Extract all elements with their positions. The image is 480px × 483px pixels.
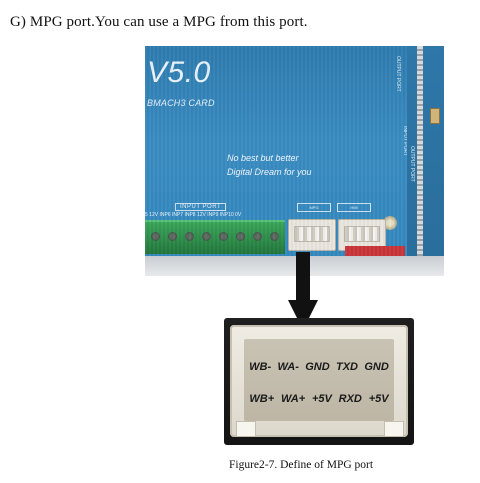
pcb-right-edge: OUTPUT PORT — [407, 46, 444, 256]
mpg-port-label: MPG — [297, 203, 331, 212]
side-pin-header — [417, 46, 423, 256]
board-side-label-3: OUTPUT PORT — [409, 146, 415, 182]
pin-label: WA- — [277, 361, 299, 373]
pin-label: RXD — [338, 393, 362, 405]
terminal-screw — [185, 232, 194, 241]
connector-bottom-row: WB+ WA+ +5V RXD +5V — [244, 393, 394, 405]
section-heading: G) MPG port.You can use a MPG from this … — [10, 14, 308, 30]
connector-housing: WB- WA- GND TXD GND WB+ WA+ +5V RXD +5V — [230, 325, 408, 437]
pin-label: GND — [364, 361, 389, 373]
pin-label: WA+ — [280, 393, 306, 405]
terminal-screw — [270, 232, 279, 241]
connector-latch — [236, 421, 256, 437]
terminal-screw — [236, 232, 245, 241]
terminal-screw — [202, 232, 211, 241]
terminal-pin-labels: 5 12V INP6 INP7 INP8 12V INP9 INP10 0V — [145, 212, 242, 218]
mpg-connector-closeup: WB- WA- GND TXD GND WB+ WA+ +5V RXD +5V — [224, 318, 414, 445]
pin-label: GND — [305, 361, 330, 373]
down-arrow-icon — [288, 252, 318, 330]
pin-label: TXD — [335, 361, 358, 373]
pin-label: WB- — [249, 361, 272, 373]
pin-label: WB+ — [249, 393, 275, 405]
pin-label: +5V — [311, 393, 332, 405]
terminal-block — [145, 220, 285, 254]
terminal-screw — [219, 232, 228, 241]
board-slogan-line1: No best but better — [227, 153, 299, 163]
connector-latch — [384, 421, 404, 437]
side-connector — [430, 108, 440, 124]
pcb-board: V5.0 BMACH3 CARD No best but better Digi… — [145, 46, 425, 256]
red-component — [345, 246, 405, 256]
terminal-screw — [151, 232, 160, 241]
board-side-label-1: OUTPUT PORT — [395, 56, 401, 92]
hmi-port-label: HMI — [337, 203, 371, 212]
board-photo: V5.0 BMACH3 CARD No best but better Digi… — [145, 46, 444, 276]
connector-window: WB- WA- GND TXD GND WB+ WA+ +5V RXD +5V — [244, 339, 394, 421]
mpg-connector — [288, 219, 336, 251]
figure-caption: Figure2-7. Define of MPG port — [229, 459, 374, 471]
board-shadow — [145, 256, 444, 276]
board-slogan-line2: Digital Dream for you — [227, 167, 312, 177]
input-port-label: INPUT PORT — [175, 203, 227, 211]
terminal-screw — [168, 232, 177, 241]
connector-top-row: WB- WA- GND TXD GND — [244, 361, 394, 373]
board-version-label: V5.0 — [147, 56, 211, 89]
board-card-name: BMACH3 CARD — [147, 98, 215, 108]
mount-hole — [383, 216, 397, 230]
terminal-screw — [253, 232, 262, 241]
pin-label: +5V — [368, 393, 389, 405]
hmi-connector — [338, 219, 386, 251]
